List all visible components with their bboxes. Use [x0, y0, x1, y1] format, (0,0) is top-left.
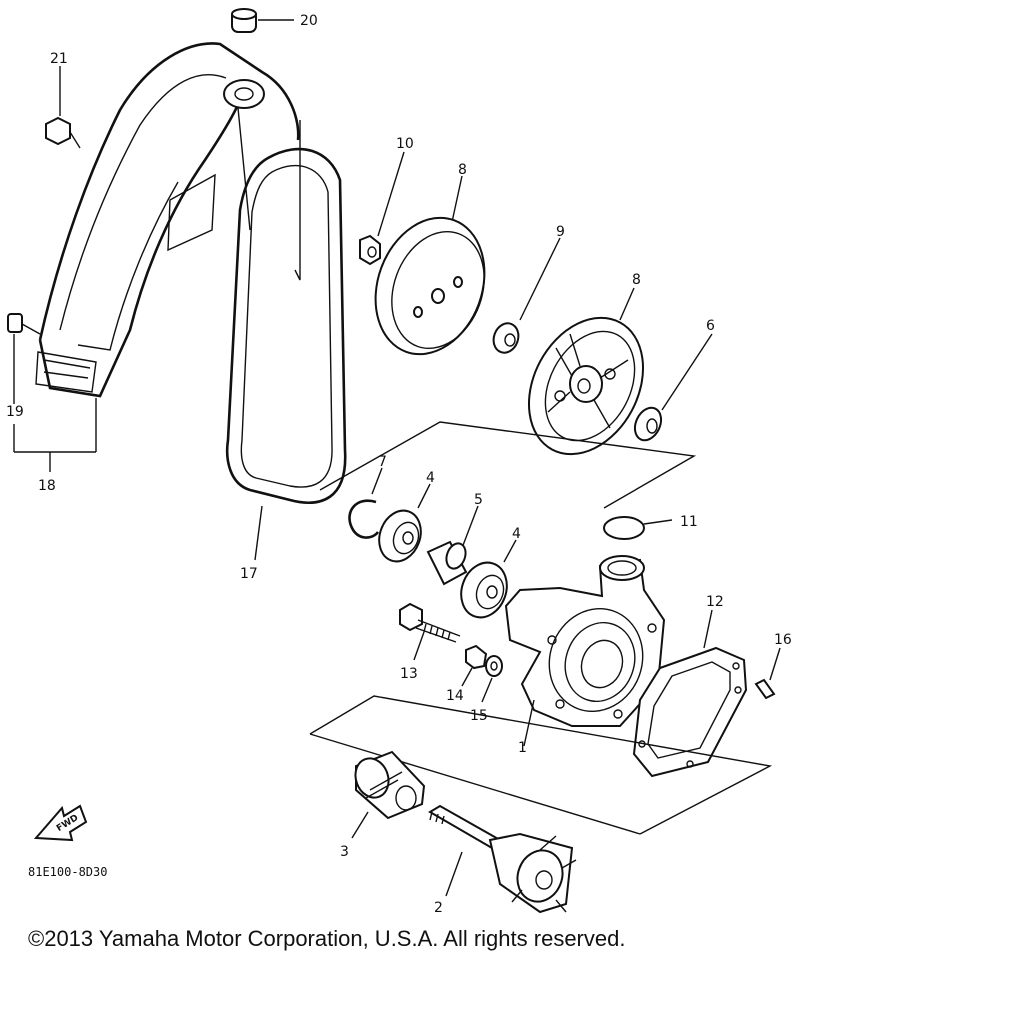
callout-12: 12 [706, 594, 724, 610]
part-14-washer [461, 644, 488, 687]
drawing-code: 81E100-8D30 [28, 865, 107, 879]
callout-4-right: 4 [512, 526, 521, 542]
part-8-pulley-half-outer [374, 175, 486, 356]
part-21-bolt [45, 66, 81, 149]
part-5-collar [426, 505, 479, 586]
part-4-bearing-right [460, 539, 517, 619]
part-16-dowel-pin [754, 647, 781, 700]
forward-arrow-icon: FWD [33, 804, 88, 842]
part-20-grommet [231, 8, 294, 33]
callout-15: 15 [470, 708, 488, 724]
callout-17: 17 [240, 566, 258, 582]
part-2-impeller-shaft [428, 804, 577, 914]
callout-bracket-18 [13, 398, 97, 472]
part-4-bearing-left [378, 483, 431, 563]
callout-4-left: 4 [426, 470, 435, 486]
part-19-collar [7, 313, 41, 404]
part-1-pump-housing [504, 555, 666, 747]
callout-18: 18 [38, 478, 56, 494]
part-3-mechanical-seal [351, 750, 426, 839]
part-10-nut [359, 151, 405, 266]
assembly-bracket-lower [309, 695, 773, 835]
callout-14: 14 [446, 688, 464, 704]
callout-1: 1 [518, 740, 527, 756]
part-12-gasket [632, 609, 748, 778]
callout-20: 20 [300, 13, 318, 29]
callout-8-lower: 8 [632, 272, 641, 288]
part-17-v-belt [225, 147, 347, 561]
callout-5: 5 [474, 492, 483, 508]
callout-9: 9 [556, 224, 565, 240]
callout-16: 16 [774, 632, 792, 648]
part-11-o-ring [603, 516, 673, 540]
part-9-spacer [492, 237, 561, 354]
assembly-bracket-upper [319, 421, 697, 509]
callout-19: 19 [6, 404, 24, 420]
part-7-circlip [348, 467, 383, 539]
callout-21: 21 [50, 51, 68, 67]
part-15-nut [481, 655, 503, 703]
part-13-bolt [399, 602, 461, 661]
callout-3: 3 [340, 844, 349, 860]
callout-7: 7 [378, 454, 387, 470]
callout-6: 6 [706, 318, 715, 334]
part-18-belt-cover [35, 42, 301, 398]
copyright-notice: ©2013 Yamaha Motor Corporation, U.S.A. A… [28, 926, 626, 951]
callout-8-upper: 8 [458, 162, 467, 178]
callout-13: 13 [400, 666, 418, 682]
part-6-seal [633, 333, 713, 442]
callout-labels: 20 21 10 8 9 8 6 19 18 7 4 5 4 11 17 12 … [6, 13, 792, 916]
part-8-pulley-half-inner [527, 287, 645, 456]
callout-2: 2 [434, 900, 443, 916]
callout-11: 11 [680, 514, 698, 530]
callout-10: 10 [396, 136, 414, 152]
